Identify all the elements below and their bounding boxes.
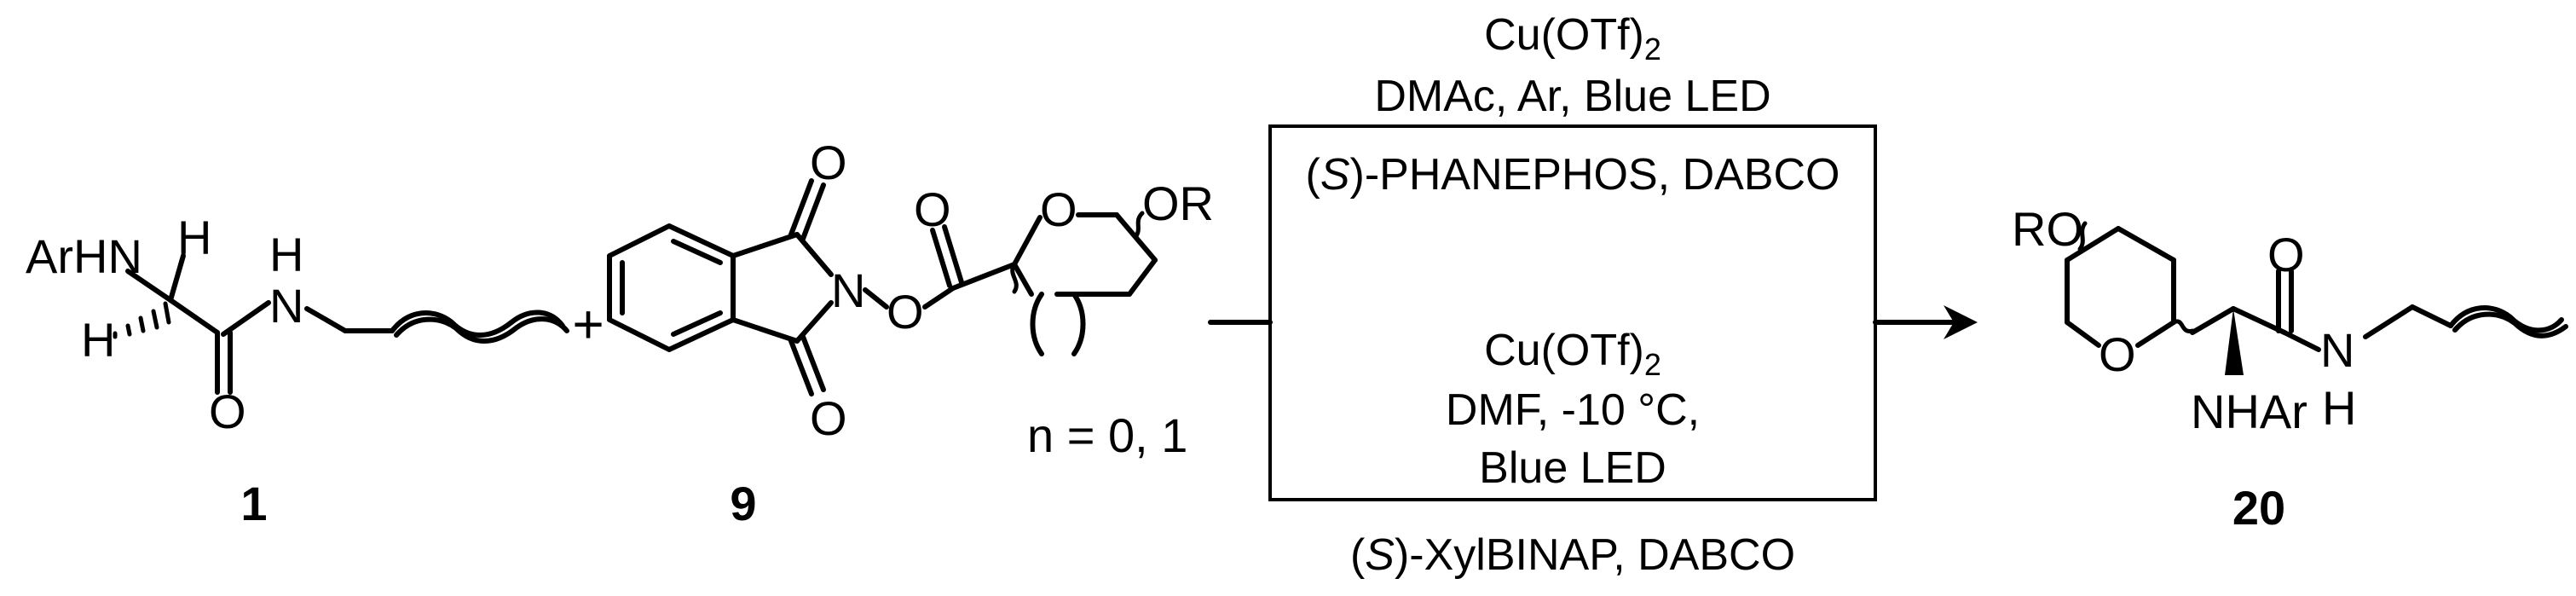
atom-h-top: H bbox=[177, 211, 211, 264]
compound-label-9: 9 bbox=[730, 477, 756, 530]
bond-calpha-h bbox=[168, 253, 186, 303]
reaction-arrow-group bbox=[1208, 124, 1978, 501]
conditions-upper: Cu(OTf)2 DMAc, Ar, Blue LED (S)-PHANEPHO… bbox=[1306, 10, 1840, 200]
wavy-stereo-bond bbox=[1010, 262, 1019, 294]
ring-bond-c-c bbox=[1127, 257, 1158, 297]
bond-co-top-2 bbox=[800, 182, 826, 241]
bond-n-calpha bbox=[125, 269, 173, 303]
upper-catalyst: Cu(OTf)2 bbox=[1484, 10, 1661, 67]
p-ring-4 bbox=[2135, 320, 2176, 348]
bond-co-bot-2 bbox=[800, 334, 826, 392]
p-atom-ro: RO bbox=[2012, 202, 2083, 256]
conditions-box bbox=[1268, 124, 1877, 501]
p-wavy-stereo bbox=[2171, 319, 2195, 333]
bond-ar-cup bbox=[731, 232, 800, 258]
atom-arhn: ArHN bbox=[26, 229, 142, 283]
atom-carbonyl-o: O bbox=[209, 385, 246, 438]
p-atom-ring-o: O bbox=[2099, 327, 2136, 381]
lower-catalyst: Cu(OTf)2 bbox=[1484, 326, 1661, 382]
bond-n-o bbox=[863, 287, 889, 310]
compound-1-structure: ArHN H H H N O 1 bbox=[26, 211, 569, 530]
atom-or: OR bbox=[1142, 176, 1214, 230]
atom-link-o: O bbox=[887, 285, 924, 339]
bond-n-ch2 bbox=[304, 306, 348, 333]
atom-h-left: H bbox=[81, 313, 115, 367]
lower-solvent-line: DMF, -10 °C, bbox=[1446, 385, 1700, 435]
atom-amide-n: N bbox=[269, 279, 303, 333]
wavy-chain bbox=[390, 310, 565, 338]
p-bond-ring-calpha bbox=[2190, 306, 2236, 335]
p-wavy-chain bbox=[2448, 305, 2564, 333]
p-solid-wedge bbox=[2225, 309, 2244, 375]
bond-ester-co-2 bbox=[942, 224, 964, 285]
p-ring-2 bbox=[2116, 226, 2176, 263]
lower-ligand-line: (S)-XylBINAP, DABCO bbox=[1350, 530, 1795, 580]
upper-ligand-line: (S)-PHANEPHOS, DABCO bbox=[1306, 150, 1840, 200]
hashed-wedge-bond bbox=[113, 301, 171, 339]
atom-ester-o: O bbox=[914, 182, 951, 236]
arrow-head bbox=[1944, 305, 1978, 339]
p-ring-5 bbox=[2065, 320, 2101, 348]
atom-amide-h: H bbox=[269, 228, 303, 281]
n-value-note: n = 0, 1 bbox=[1027, 408, 1187, 462]
atom-imide-n: N bbox=[831, 263, 865, 317]
p-atom-amide-h: H bbox=[2322, 381, 2356, 435]
compound-label-20: 20 bbox=[2232, 481, 2285, 535]
paren-right bbox=[1071, 292, 1086, 356]
ring-bond-open bbox=[1012, 262, 1034, 297]
wavy-chain-inner bbox=[394, 316, 569, 344]
atom-imide-o-top: O bbox=[810, 136, 847, 189]
benzene-double-2 bbox=[671, 239, 723, 265]
bond-co-bot-1 bbox=[788, 339, 814, 396]
p-atom-carbonyl-o: O bbox=[2267, 228, 2305, 281]
atom-imide-o-bottom: O bbox=[810, 391, 847, 445]
p-atom-amide-n: N bbox=[2320, 323, 2354, 377]
conditions-lower: Cu(OTf)2 DMF, -10 °C, Blue LED (S)-XylBI… bbox=[1350, 326, 1795, 580]
p-bond-n-ch2 bbox=[2363, 304, 2415, 339]
lower-light-line: Blue LED bbox=[1479, 443, 1666, 493]
bond-ester-co-1 bbox=[930, 228, 952, 288]
bond-c-n bbox=[221, 300, 271, 337]
bond-o-cester bbox=[922, 286, 956, 310]
bond-calpha-cco bbox=[168, 298, 220, 335]
compound-20-structure: RO O O N H NHAr 20 bbox=[2012, 202, 2568, 535]
benzene-double-3 bbox=[671, 310, 723, 337]
paren-left bbox=[1030, 292, 1044, 356]
compound-label-1: 1 bbox=[240, 477, 267, 530]
p-bond-ch2 bbox=[2410, 304, 2453, 328]
bond-ar-clo bbox=[731, 317, 800, 344]
p-ring-1 bbox=[2065, 226, 2121, 263]
p-wavy-ro-bond bbox=[2077, 221, 2088, 252]
bond-cester-cring bbox=[950, 262, 1017, 291]
wavy-or-bond bbox=[1133, 211, 1145, 240]
bond-co-top-1 bbox=[788, 178, 814, 237]
benzene-ring bbox=[607, 223, 736, 352]
p-bond-c-n bbox=[2282, 330, 2321, 352]
ring-bond-c-o bbox=[1012, 215, 1043, 267]
p-atom-nhar: NHAr bbox=[2191, 385, 2307, 438]
p-wavy-chain-inner bbox=[2452, 311, 2568, 339]
upper-solvent-line: DMAc, Ar, Blue LED bbox=[1374, 72, 1770, 121]
compound-9-structure: O N O O O O OR n = 0, 1 9 bbox=[607, 136, 1214, 530]
plus-sign: + bbox=[572, 293, 604, 355]
atom-ring-o: O bbox=[1040, 182, 1077, 236]
